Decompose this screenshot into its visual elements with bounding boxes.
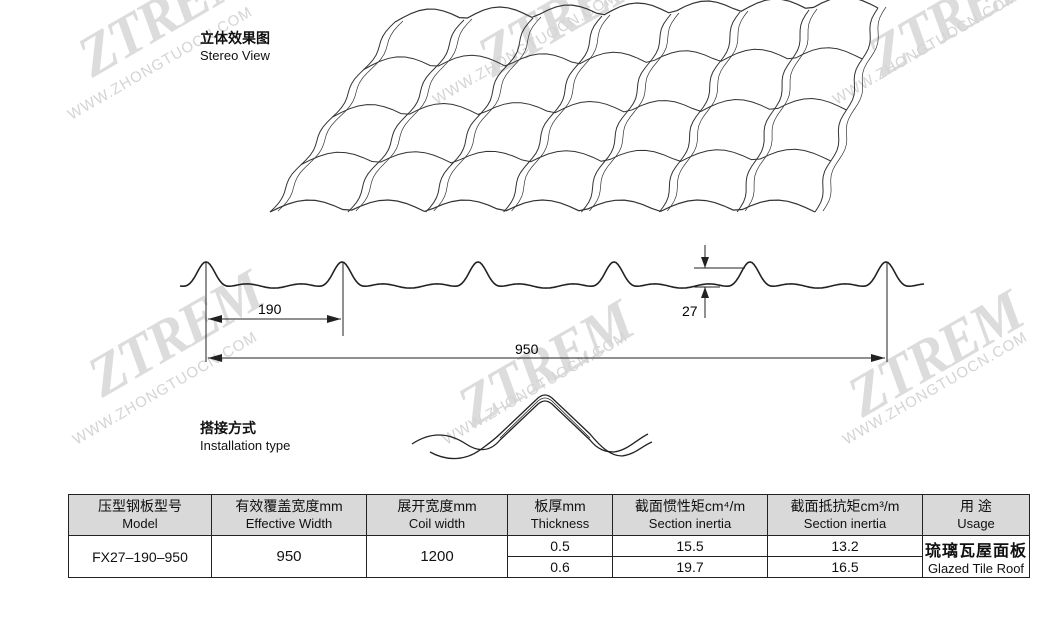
cell-effective-width: 950 xyxy=(211,535,367,578)
stereo-rib-edge xyxy=(744,8,818,212)
dimension-height-label: 27 xyxy=(682,303,698,319)
lower-sheet xyxy=(411,400,649,453)
stereo-tile-row xyxy=(301,148,832,165)
arrowhead xyxy=(208,315,222,323)
stereo-rib-edge xyxy=(822,6,887,212)
stereo-rib-edge xyxy=(433,16,542,212)
cell-thickness: 0.5 xyxy=(507,535,613,557)
arrowhead xyxy=(208,354,222,362)
arrowhead xyxy=(701,287,709,298)
stereo-rib-edge xyxy=(589,12,680,212)
stereo-rib xyxy=(347,19,465,213)
table-row: 0.6 19.7 16.5 xyxy=(69,556,1030,578)
cell-thickness: 0.6 xyxy=(507,556,613,578)
stereo-tile-row xyxy=(332,97,847,118)
arrowhead xyxy=(871,354,885,362)
dimension-width-label: 950 xyxy=(515,341,539,357)
stereo-tile-row xyxy=(269,199,816,213)
stereo-rib-edge xyxy=(277,20,404,212)
cell-resistance: 13.2 xyxy=(767,535,923,557)
stereo-rib-edge xyxy=(511,14,611,212)
stereo-rib xyxy=(736,9,810,213)
stereo-view-drawing xyxy=(269,0,887,213)
cell-model: FX27–190–950 xyxy=(68,535,212,578)
stereo-rib xyxy=(658,11,741,213)
arrowhead xyxy=(701,257,709,268)
stereo-tile-row xyxy=(363,47,863,70)
stereo-rib-edge xyxy=(355,18,473,212)
stereo-view-subtitle: Stereo View xyxy=(200,48,270,63)
table-row: FX27–190–950 950 1200 0.5 15.5 13.2 琉璃瓦屋… xyxy=(68,535,1030,578)
profile-section: 190 27 950 xyxy=(179,245,925,362)
arrowhead xyxy=(327,315,341,323)
dimension-pitch-label: 190 xyxy=(258,301,282,317)
upper-sheet-edge xyxy=(499,397,591,439)
profile-wave xyxy=(179,261,925,289)
cell-inertia: 19.7 xyxy=(612,556,768,578)
stereo-view-title: 立体效果图 xyxy=(200,31,270,47)
stereo-rib xyxy=(425,17,534,213)
cell-resistance: 16.5 xyxy=(767,556,923,578)
stereo-tile-row xyxy=(394,0,879,23)
upper-sheet xyxy=(429,394,653,460)
installation-title: 搭接方式 xyxy=(200,421,256,437)
stereo-rib xyxy=(503,15,603,213)
cell-inertia: 15.5 xyxy=(612,535,768,557)
installation-drawing xyxy=(411,394,653,460)
stereo-rib xyxy=(581,13,672,213)
cell-coil-width: 1200 xyxy=(366,535,508,578)
installation-subtitle: Installation type xyxy=(200,438,291,453)
stereo-rib-edge xyxy=(667,10,749,212)
